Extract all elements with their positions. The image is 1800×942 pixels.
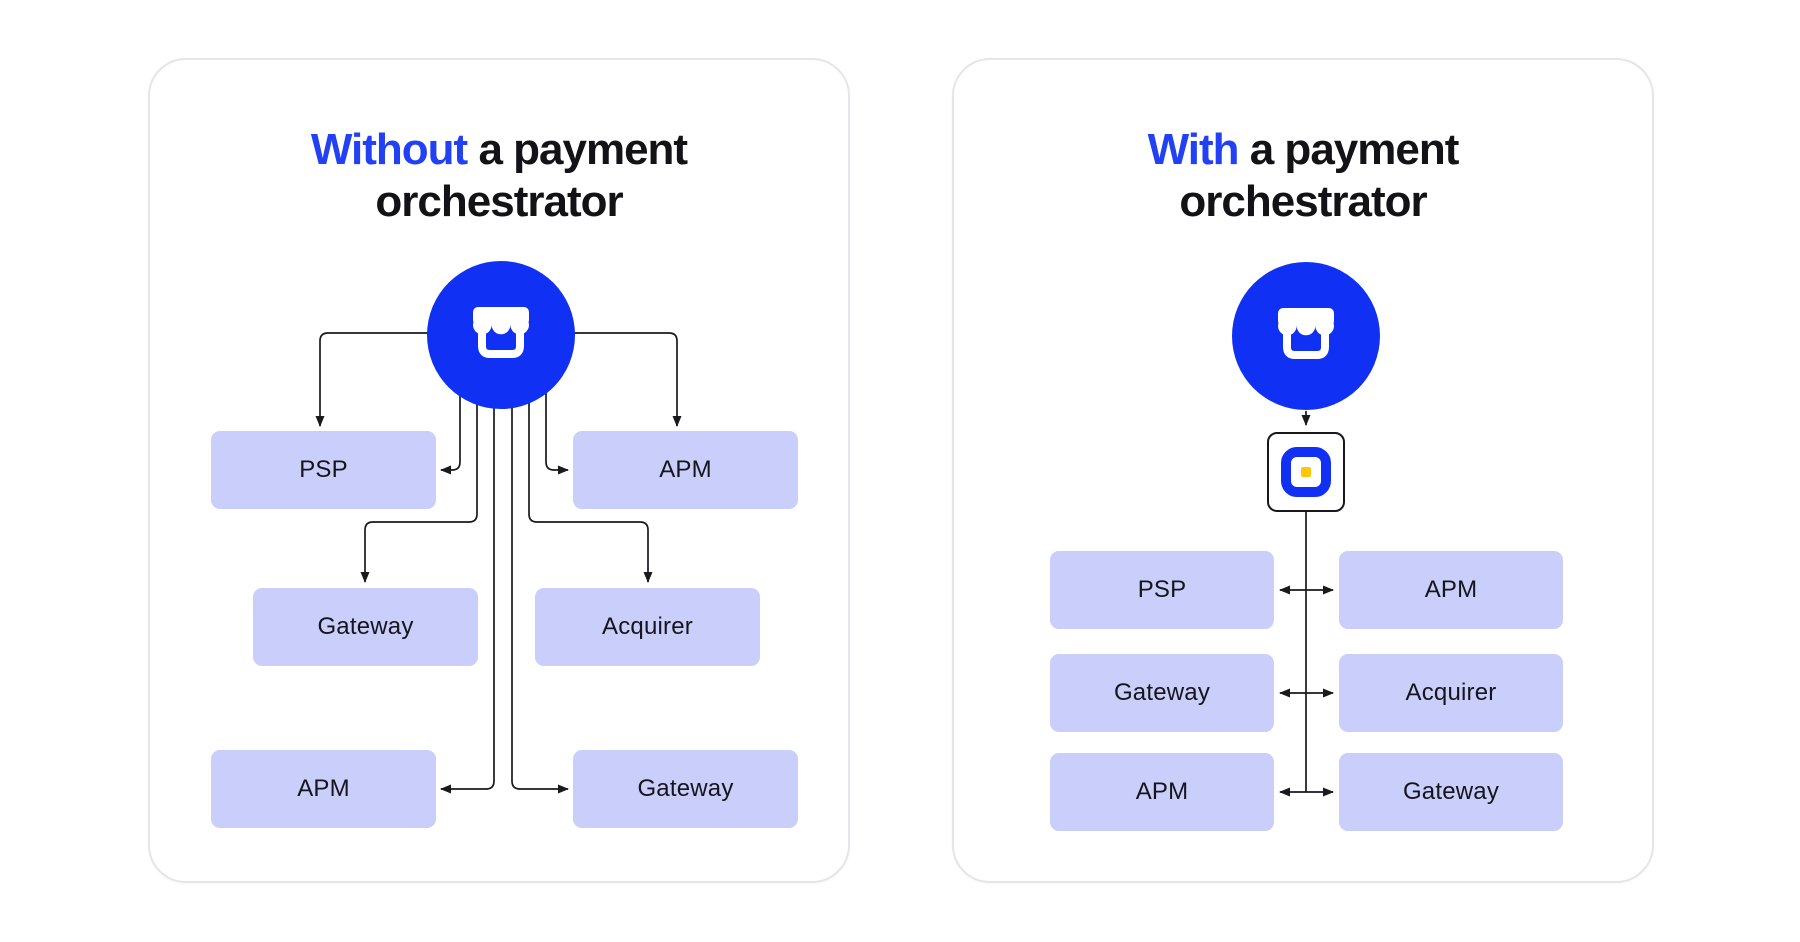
title-line2: orchestrator <box>1179 176 1427 226</box>
acquirer-label: Acquirer <box>1405 679 1497 706</box>
apm-box: APM <box>1339 551 1563 629</box>
title-highlight: With <box>1147 125 1240 174</box>
psp-label: PSP <box>299 456 348 483</box>
storefront-icon <box>473 307 529 358</box>
acquirer-label: Acquirer <box>602 613 693 640</box>
psp-box: PSP <box>1050 551 1274 629</box>
apm-bottom-box: APM <box>211 750 436 828</box>
orchestrator-logo <box>1281 447 1331 497</box>
gateway-label: Gateway <box>317 613 414 640</box>
apm-box: APM <box>573 431 798 509</box>
apm-bottom-box: APM <box>1050 753 1274 831</box>
orchestrator-logo-dot <box>1301 467 1311 477</box>
psp-box: PSP <box>211 431 436 509</box>
gateway-bottom-box: Gateway <box>573 750 798 828</box>
gateway-box: Gateway <box>1050 654 1274 732</box>
title-highlight: Without <box>310 125 468 174</box>
panel-with-title: With a payment orchestrator <box>954 124 1652 228</box>
apm-bottom-label: APM <box>1135 778 1189 805</box>
acquirer-box: Acquirer <box>1339 654 1563 732</box>
orchestrator-box <box>1267 432 1345 512</box>
gateway-label: Gateway <box>1113 679 1211 706</box>
acquirer-box: Acquirer <box>535 588 760 666</box>
apm-label: APM <box>659 456 712 483</box>
title-line2: orchestrator <box>375 176 623 226</box>
apm-bottom-label: APM <box>297 775 350 802</box>
gateway-bottom-box: Gateway <box>1339 753 1563 831</box>
apm-label: APM <box>1424 576 1478 603</box>
gateway-box: Gateway <box>253 588 478 666</box>
gateway-bottom-label: Gateway <box>637 775 734 802</box>
panel-without: Without a payment orchestrator <box>148 58 850 883</box>
panel-with: With a payment orchestrator <box>952 58 1654 883</box>
merchant-circle <box>1232 262 1380 410</box>
storefront-icon <box>1278 308 1334 359</box>
title-rest: a payment <box>1238 125 1460 174</box>
psp-label: PSP <box>1137 576 1187 603</box>
gateway-bottom-label: Gateway <box>1402 778 1500 805</box>
merchant-circle <box>427 261 575 409</box>
panel-without-title: Without a payment orchestrator <box>150 124 848 228</box>
title-rest: a payment <box>467 125 688 174</box>
